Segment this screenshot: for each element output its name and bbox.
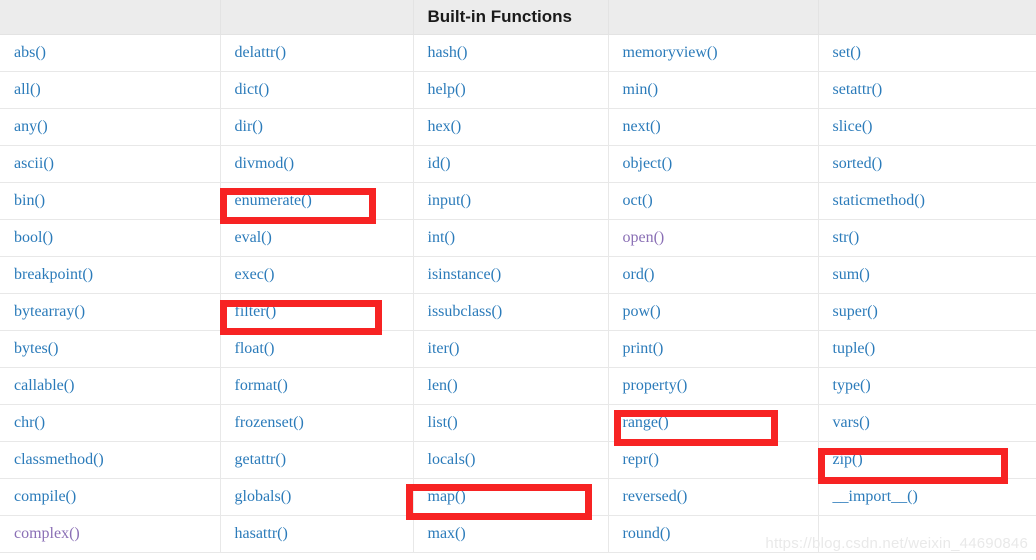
function-link-breakpoint[interactable]: breakpoint() <box>0 256 221 294</box>
function-link-ascii[interactable]: ascii() <box>0 145 221 183</box>
function-link-staticmethod[interactable]: staticmethod() <box>817 182 1036 220</box>
table-header: Built-in Functions <box>0 0 1036 35</box>
table-row: any()dir()hex()next()slice() <box>0 108 1036 146</box>
page-title: Built-in Functions <box>412 0 609 35</box>
function-link-bytes[interactable]: bytes() <box>0 330 221 368</box>
table-body: abs()delattr()hash()memoryview()set()all… <box>0 34 1036 553</box>
function-link-max[interactable]: max() <box>412 515 609 553</box>
function-link-locals[interactable]: locals() <box>412 441 609 479</box>
function-link-chr[interactable]: chr() <box>0 404 221 442</box>
function-link-bin[interactable]: bin() <box>0 182 221 220</box>
function-link-issubclass[interactable]: issubclass() <box>412 293 609 331</box>
table-row: breakpoint()exec()isinstance()ord()sum() <box>0 256 1036 294</box>
function-link-bool[interactable]: bool() <box>0 219 221 257</box>
function-link-set[interactable]: set() <box>817 34 1036 72</box>
table-row: chr()frozenset()list()range()vars() <box>0 404 1036 442</box>
function-link-str[interactable]: str() <box>817 219 1036 257</box>
function-link-map[interactable]: map() <box>412 478 609 516</box>
function-link-dir[interactable]: dir() <box>219 108 414 146</box>
function-link-frozenset[interactable]: frozenset() <box>219 404 414 442</box>
function-link-memoryview[interactable]: memoryview() <box>607 34 819 72</box>
function-link-eval[interactable]: eval() <box>219 219 414 257</box>
function-link-input[interactable]: input() <box>412 182 609 220</box>
function-link-any[interactable]: any() <box>0 108 221 146</box>
function-link-vars[interactable]: vars() <box>817 404 1036 442</box>
function-link-repr[interactable]: repr() <box>607 441 819 479</box>
function-link-compile[interactable]: compile() <box>0 478 221 516</box>
function-link-pow[interactable]: pow() <box>607 293 819 331</box>
table-row: bytes()float()iter()print()tuple() <box>0 330 1036 368</box>
table-row: all()dict()help()min()setattr() <box>0 71 1036 109</box>
function-link-exec[interactable]: exec() <box>219 256 414 294</box>
empty-cell <box>817 515 1036 553</box>
function-link-min[interactable]: min() <box>607 71 819 109</box>
function-link-oct[interactable]: oct() <box>607 182 819 220</box>
function-link-range[interactable]: range() <box>607 404 819 442</box>
function-link-delattr[interactable]: delattr() <box>219 34 414 72</box>
function-link-divmod[interactable]: divmod() <box>219 145 414 183</box>
table-row: callable()format()len()property()type() <box>0 367 1036 405</box>
table-row: bytearray()filter()issubclass()pow()supe… <box>0 293 1036 331</box>
table-header-cell-0 <box>0 0 221 35</box>
table-row: complex()hasattr()max()round() <box>0 515 1036 553</box>
function-link-id[interactable]: id() <box>412 145 609 183</box>
table-header-cell-4 <box>817 0 1036 35</box>
function-link-classmethod[interactable]: classmethod() <box>0 441 221 479</box>
function-link-object[interactable]: object() <box>607 145 819 183</box>
function-link-hex[interactable]: hex() <box>412 108 609 146</box>
function-link-all[interactable]: all() <box>0 71 221 109</box>
function-link-float[interactable]: float() <box>219 330 414 368</box>
table-header-cell-1 <box>219 0 414 35</box>
table-row: classmethod()getattr()locals()repr()zip(… <box>0 441 1036 479</box>
function-link-property[interactable]: property() <box>607 367 819 405</box>
table-row: bin()enumerate()input()oct()staticmethod… <box>0 182 1036 220</box>
table-row: bool()eval()int()open()str() <box>0 219 1036 257</box>
function-link-sorted[interactable]: sorted() <box>817 145 1036 183</box>
function-link-setattr[interactable]: setattr() <box>817 71 1036 109</box>
function-link-bytearray[interactable]: bytearray() <box>0 293 221 331</box>
function-link-hasattr[interactable]: hasattr() <box>219 515 414 553</box>
function-link-int[interactable]: int() <box>412 219 609 257</box>
function-link-list[interactable]: list() <box>412 404 609 442</box>
function-link-abs[interactable]: abs() <box>0 34 221 72</box>
table-header-cell-3 <box>607 0 819 35</box>
function-link-getattr[interactable]: getattr() <box>219 441 414 479</box>
function-link-len[interactable]: len() <box>412 367 609 405</box>
function-link-type[interactable]: type() <box>817 367 1036 405</box>
function-link-reversed[interactable]: reversed() <box>607 478 819 516</box>
function-link-hash[interactable]: hash() <box>412 34 609 72</box>
function-link-print[interactable]: print() <box>607 330 819 368</box>
function-link-complex[interactable]: complex() <box>0 515 221 553</box>
function-link-filter[interactable]: filter() <box>219 293 414 331</box>
function-link-sum[interactable]: sum() <box>817 256 1036 294</box>
function-link-dict[interactable]: dict() <box>219 71 414 109</box>
function-link-import[interactable]: __import__() <box>817 478 1036 516</box>
table-row: ascii()divmod()id()object()sorted() <box>0 145 1036 183</box>
function-link-open[interactable]: open() <box>607 219 819 257</box>
table-row: compile()globals()map()reversed()__impor… <box>0 478 1036 516</box>
function-link-super[interactable]: super() <box>817 293 1036 331</box>
function-link-iter[interactable]: iter() <box>412 330 609 368</box>
function-link-slice[interactable]: slice() <box>817 108 1036 146</box>
function-link-tuple[interactable]: tuple() <box>817 330 1036 368</box>
function-link-format[interactable]: format() <box>219 367 414 405</box>
function-link-callable[interactable]: callable() <box>0 367 221 405</box>
function-link-ord[interactable]: ord() <box>607 256 819 294</box>
function-link-next[interactable]: next() <box>607 108 819 146</box>
function-link-enumerate[interactable]: enumerate() <box>219 182 414 220</box>
table-header-row: Built-in Functions <box>0 0 1036 35</box>
function-link-isinstance[interactable]: isinstance() <box>412 256 609 294</box>
table-row: abs()delattr()hash()memoryview()set() <box>0 34 1036 72</box>
function-link-zip[interactable]: zip() <box>817 441 1036 479</box>
function-link-help[interactable]: help() <box>412 71 609 109</box>
function-link-round[interactable]: round() <box>607 515 819 553</box>
function-link-globals[interactable]: globals() <box>219 478 414 516</box>
